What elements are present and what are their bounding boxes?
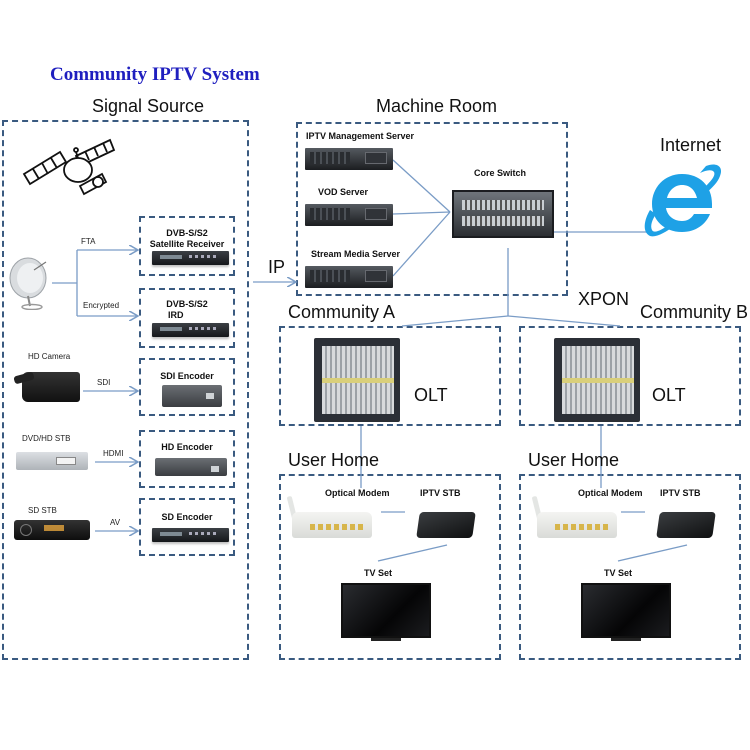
community-a-user-home-box	[279, 474, 501, 660]
wire-stb-tv-a	[377, 544, 448, 562]
optical-modem-label-b: Optical Modem	[578, 488, 643, 498]
iptv-stb-label-b: IPTV STB	[660, 488, 701, 498]
internet-heading: Internet	[660, 135, 722, 155]
sd-stb-label: SD STB	[28, 506, 57, 515]
sd-encoder-device	[152, 528, 229, 542]
olt-label-a: OLT	[414, 385, 448, 405]
dvd-hd-stb-label: DVD/HD STB	[22, 434, 71, 443]
vod-server-label: VOD Server	[318, 187, 369, 197]
hd-encoder-box	[139, 430, 235, 488]
ip-label: IP	[268, 257, 286, 277]
satellite-receiver-box	[139, 216, 235, 276]
sd-encoder-label: SD Encoder	[161, 512, 213, 522]
sdi-label: SDI	[97, 378, 111, 387]
core-switch-label: Core Switch	[474, 168, 527, 178]
iptv-management-server-label: IPTV Management Server	[306, 131, 415, 141]
olt-device-a	[314, 338, 400, 422]
community-a-heading: Community A	[288, 302, 396, 322]
user-home-heading-b: User Home	[528, 450, 620, 470]
av-label: AV	[110, 518, 121, 527]
community-b-olt-box	[519, 326, 741, 426]
tv-set-device-b	[581, 583, 671, 638]
tv-set-device-a	[341, 583, 431, 638]
sd-stb-icon	[14, 520, 90, 540]
optical-modem-label-a: Optical Modem	[325, 488, 390, 498]
wire-dish-split	[52, 250, 78, 316]
satellite-receiver-label-1: DVB-S/S2	[166, 228, 208, 238]
satellite-receiver-label-2: Satellite Receiver	[149, 239, 225, 249]
wire-xpon-b	[507, 315, 621, 327]
fta-label: FTA	[81, 237, 96, 246]
ird-label-1: DVB-S/S2	[166, 299, 208, 309]
ird-device	[152, 323, 229, 337]
signal-source-box	[2, 120, 249, 660]
tv-stand-a	[371, 638, 401, 641]
optical-modem-device-b	[537, 512, 617, 538]
wire-stb-tv-b	[617, 544, 688, 562]
hd-camera-label: HD Camera	[28, 352, 71, 361]
satellite-dish-icon	[9, 257, 47, 310]
iptv-management-server	[305, 148, 393, 170]
sdi-encoder-device	[162, 385, 222, 407]
iptv-stb-device-a	[416, 512, 476, 538]
machine-room-heading: Machine Room	[376, 96, 498, 116]
core-switch-device	[452, 190, 554, 238]
user-home-heading-a: User Home	[288, 450, 380, 470]
stream-media-server	[305, 266, 393, 288]
sdi-encoder-box	[139, 358, 235, 416]
hd-encoder-label: HD Encoder	[161, 442, 213, 452]
internet-explorer-icon	[644, 164, 722, 237]
tv-set-label-a: TV Set	[364, 568, 393, 578]
community-b-heading: Community B	[640, 302, 749, 322]
iptv-stb-device-b	[656, 512, 716, 538]
wire-vod-switch	[392, 211, 451, 215]
sd-encoder-box	[139, 498, 235, 556]
iptv-stb-label-a: IPTV STB	[420, 488, 461, 498]
diagram-title: Community IPTV System	[50, 64, 260, 85]
ird-label-2: IRD	[168, 310, 184, 320]
wire-mgmt-switch	[392, 159, 451, 213]
wire-xpon-a	[401, 315, 509, 327]
satellite-receiver-device	[152, 251, 229, 265]
encrypted-label: Encrypted	[83, 301, 120, 310]
olt-label-b: OLT	[652, 385, 686, 405]
wire-stream-switch	[392, 211, 451, 277]
tv-stand-b	[611, 638, 641, 641]
signal-source-heading: Signal Source	[92, 96, 205, 116]
hdmi-label: HDMI	[103, 449, 124, 458]
sdi-encoder-label: SDI Encoder	[160, 371, 214, 381]
community-a-olt-box	[279, 326, 501, 426]
satellite-icon	[22, 138, 116, 196]
vod-server	[305, 204, 393, 226]
community-b-user-home-box	[519, 474, 741, 660]
machine-room-box	[296, 122, 568, 296]
ird-box	[139, 288, 235, 348]
tv-set-label-b: TV Set	[604, 568, 633, 578]
olt-device-b	[554, 338, 640, 422]
stream-media-server-label: Stream Media Server	[311, 249, 401, 259]
xpon-label: XPON	[578, 289, 630, 309]
hd-encoder-device	[155, 458, 227, 476]
optical-modem-device-a	[292, 512, 372, 538]
dvd-stb-icon	[16, 452, 88, 470]
